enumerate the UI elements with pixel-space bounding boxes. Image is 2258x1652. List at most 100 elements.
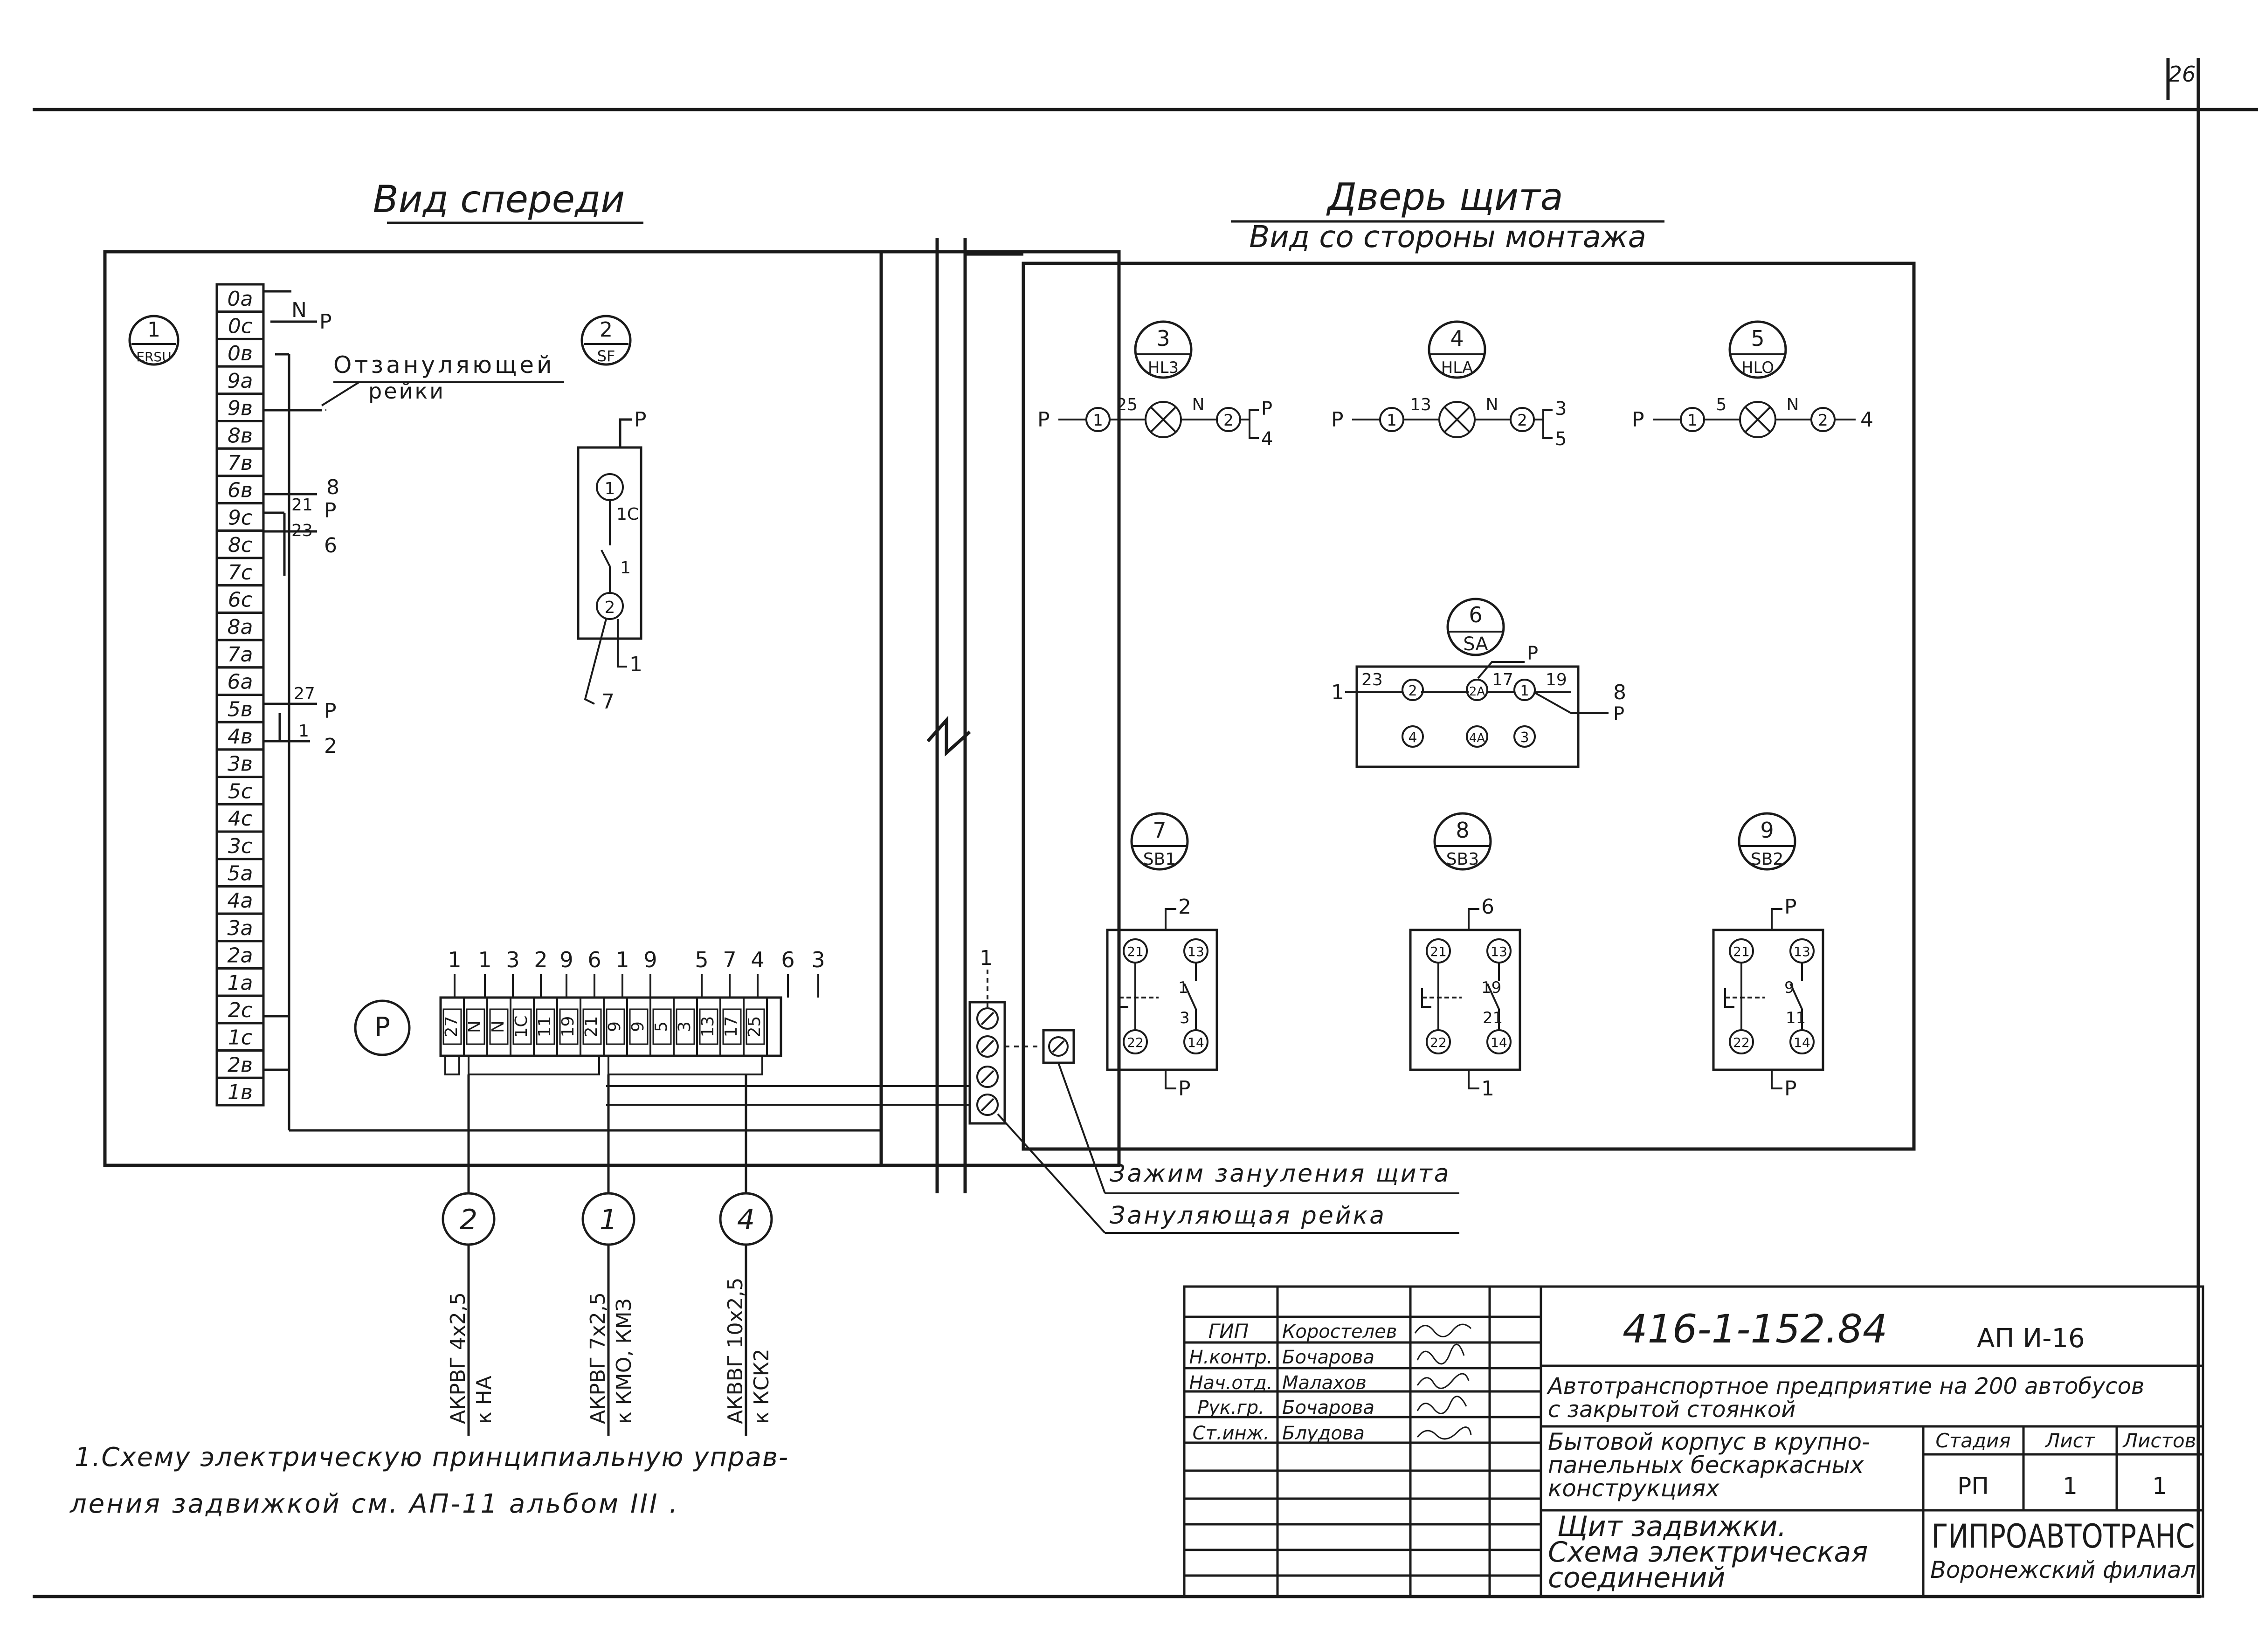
strip-cell xyxy=(743,997,768,1057)
strip-cell-label: 11 xyxy=(535,1016,554,1038)
svg-text:2: 2 xyxy=(1408,683,1417,699)
svg-text:4: 4 xyxy=(1860,408,1873,432)
svg-text:P: P xyxy=(1037,408,1050,432)
svg-text:с закрытой стоянкой: с закрытой стоянкой xyxy=(1548,1397,1795,1423)
terminal-label: 7в xyxy=(228,451,253,475)
svg-text:P: P xyxy=(1632,408,1644,432)
svg-text:23: 23 xyxy=(291,521,313,540)
terminal-label: 5в xyxy=(228,697,253,721)
svg-text:17: 17 xyxy=(1492,670,1513,689)
strip-wire-number: 1 xyxy=(448,947,461,972)
terminal-label: 4в xyxy=(228,725,253,749)
svg-text:1: 1 xyxy=(2152,1473,2167,1500)
svg-text:1С: 1С xyxy=(616,505,639,524)
svg-text:9: 9 xyxy=(1760,818,1774,843)
element-1-ersu-marker: 1 ERSU xyxy=(128,315,180,366)
terminal-label: 6в xyxy=(228,479,253,502)
svg-text:SA: SA xyxy=(1463,633,1488,655)
strip-cell-label: 13 xyxy=(698,1016,718,1038)
terminal-label: 3с xyxy=(228,834,252,858)
element-2-number: 2 xyxy=(600,318,613,342)
svg-text:13: 13 xyxy=(1410,395,1431,414)
svg-text:4: 4 xyxy=(1450,326,1464,351)
clamp-label: Зажим зануления щита xyxy=(1110,1160,1451,1188)
cable-destination: к КСК2 xyxy=(750,1349,773,1424)
terminal-label: 1а xyxy=(228,971,253,995)
note-line-2: ления задвижкой см. АП-11 альбом III . xyxy=(69,1489,679,1519)
svg-text:1: 1 xyxy=(1178,978,1188,997)
svg-text:ГИПРОАВТОТРАНС: ГИПРОАВТОТРАНС xyxy=(1932,1517,2195,1556)
svg-text:2: 2 xyxy=(1223,411,1234,430)
svg-text:3: 3 xyxy=(1520,730,1529,746)
element-2-sf-marker: 2 SF xyxy=(580,315,632,366)
terminal-label: 3а xyxy=(228,916,253,940)
svg-text:1: 1 xyxy=(2063,1473,2078,1500)
svg-text:22: 22 xyxy=(1127,1035,1144,1050)
svg-text:5: 5 xyxy=(1555,428,1567,450)
svg-text:2: 2 xyxy=(324,734,337,758)
svg-text:3: 3 xyxy=(1180,1009,1190,1027)
svg-text:HLA: HLA xyxy=(1441,358,1473,377)
strip-wire-number: 3 xyxy=(506,947,519,972)
svg-text:1: 1 xyxy=(1387,411,1397,430)
strip-wire-number: 6 xyxy=(587,947,601,972)
svg-text:14: 14 xyxy=(1794,1035,1810,1050)
svg-text:N: N xyxy=(291,298,307,322)
title-block: 416-1-152.84 АП И-16 ГИП Н.контр. Нач.от… xyxy=(1183,1285,2204,1598)
terminal-label: 4с xyxy=(228,807,252,831)
terminal-label: 2с xyxy=(228,998,252,1022)
svg-text:1: 1 xyxy=(1481,1077,1494,1101)
terminal-label: 7а xyxy=(228,643,253,667)
svg-text:4: 4 xyxy=(1261,428,1273,450)
cable-number: 2 xyxy=(460,1204,477,1236)
svg-text:21: 21 xyxy=(1430,944,1447,959)
svg-text:1: 1 xyxy=(1331,681,1344,704)
terminal-label: 1в xyxy=(228,1081,253,1104)
svg-text:P: P xyxy=(324,499,337,523)
svg-text:22: 22 xyxy=(1430,1035,1447,1050)
terminal-label: 0а xyxy=(228,287,253,311)
svg-text:13: 13 xyxy=(1188,944,1204,959)
svg-text:2: 2 xyxy=(1178,895,1191,919)
svg-text:Схема электрическая: Схема электрическая xyxy=(1548,1536,1868,1569)
svg-text:6: 6 xyxy=(1481,895,1494,919)
switch-sa: 6 SA 1 23 2 2А 17 1 19 P 8 P 4 4А 3 xyxy=(1331,598,1626,768)
svg-text:8: 8 xyxy=(1613,681,1626,704)
svg-text:Щит задвижки.: Щит задвижки. xyxy=(1557,1510,1787,1543)
svg-text:1: 1 xyxy=(629,653,642,676)
strip-wire-number: 2 xyxy=(534,947,547,972)
svg-text:1: 1 xyxy=(1687,411,1698,430)
terminal-label: 8а xyxy=(228,615,253,639)
svg-text:P: P xyxy=(319,310,332,334)
cable-number: 4 xyxy=(737,1204,755,1236)
terminal-label: 0с xyxy=(228,314,252,338)
front-view-title: Вид спереди xyxy=(373,178,625,221)
svg-text:P: P xyxy=(1527,643,1538,664)
svg-text:Ст.инж.: Ст.инж. xyxy=(1193,1423,1270,1444)
terminal-label: 6а xyxy=(228,670,253,694)
svg-text:N: N xyxy=(1486,395,1498,414)
terminal-label: 1с xyxy=(228,1026,252,1050)
svg-text:1: 1 xyxy=(1093,411,1103,430)
element-2-code: SF xyxy=(597,347,615,365)
cable-spec: АКВВГ 10х2,5 xyxy=(724,1277,747,1424)
cable-spec: АКРВГ 7х2,5 xyxy=(586,1292,610,1424)
svg-text:6: 6 xyxy=(324,534,337,558)
terminal-label: 5с xyxy=(228,779,252,803)
strip-cell-label: 25 xyxy=(745,1016,764,1038)
sheet-code: АП И-16 xyxy=(1977,1323,2085,1354)
svg-text:P: P xyxy=(1178,1077,1191,1101)
terminal-label: 5а xyxy=(228,861,253,885)
cable-destination: к НА xyxy=(472,1376,496,1424)
terminal-label: 9в xyxy=(228,397,253,420)
svg-text:SB2: SB2 xyxy=(1751,850,1783,869)
svg-text:7: 7 xyxy=(601,690,615,714)
strip-cell-label: N xyxy=(489,1020,508,1033)
svg-text:2: 2 xyxy=(1517,411,1527,430)
page-number: 26 xyxy=(2168,62,2196,87)
strip-wire-number: 3 xyxy=(811,947,825,972)
svg-text:8: 8 xyxy=(1456,818,1469,843)
svg-text:P: P xyxy=(374,1012,390,1042)
